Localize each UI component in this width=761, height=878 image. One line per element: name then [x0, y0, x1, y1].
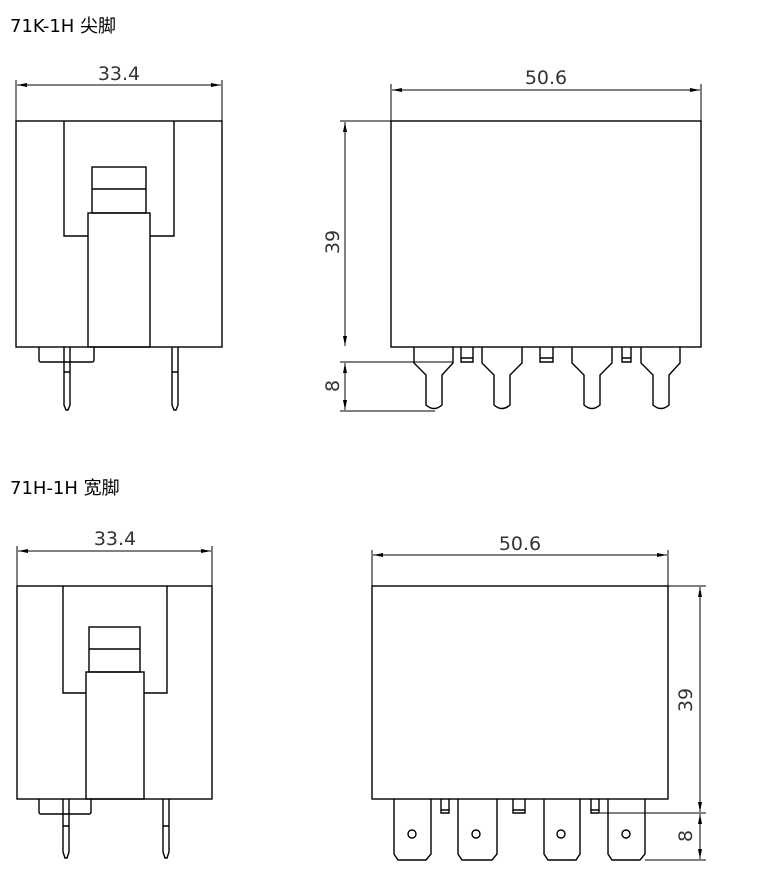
pin-length-label: 8 — [322, 380, 344, 392]
pins — [413, 347, 681, 410]
height-label: 39 — [322, 230, 344, 254]
front-view-71k: 50.6 39 8 — [322, 67, 702, 412]
front-width-label: 50.6 — [525, 67, 567, 89]
front-view-71h: 50.6 39 8 — [371, 533, 706, 861]
height-label: 39 — [675, 688, 697, 712]
side-width-label: 33.4 — [98, 63, 140, 85]
pins — [393, 799, 646, 861]
section-title-71k: 71K-1H 尖脚 — [10, 16, 117, 37]
side-view-71k: 33.4 — [15, 63, 223, 411]
section-title-71h: 71H-1H 宽脚 — [10, 478, 120, 499]
pin-length-label: 8 — [675, 830, 697, 842]
front-width-label: 50.6 — [499, 533, 541, 555]
side-width-label: 33.4 — [94, 528, 136, 550]
side-view-71h: 33.4 — [16, 528, 213, 859]
